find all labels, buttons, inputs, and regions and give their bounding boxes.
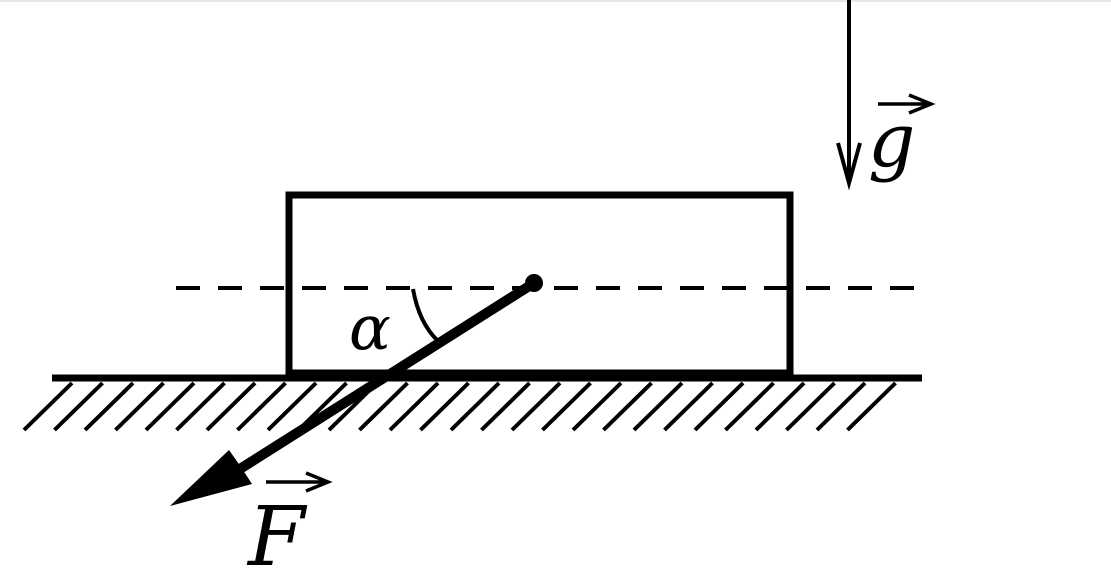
- force-vector-shaft: [227, 278, 539, 479]
- hatch-line: [22, 381, 74, 432]
- hatch-line: [632, 381, 684, 432]
- hatch-line: [571, 381, 623, 432]
- hatch-line: [815, 381, 867, 432]
- hatch-line: [480, 381, 531, 432]
- gravity-label-arrow-head: [908, 93, 936, 115]
- hatch-line: [83, 381, 135, 432]
- hatch-line: [785, 381, 836, 432]
- hatch-line: [541, 381, 592, 432]
- hatch-line: [205, 381, 257, 432]
- angle-arc: [411, 288, 440, 343]
- gravity-vector-arrowhead: [836, 142, 862, 191]
- force-vector: [170, 278, 539, 506]
- hatch-line: [236, 381, 287, 432]
- force-label-group: F: [246, 471, 333, 584]
- block: [285, 191, 794, 377]
- force-label: F: [246, 490, 308, 584]
- ground: [22, 374, 922, 432]
- hatch-line: [663, 381, 714, 432]
- hatch-line: [693, 381, 745, 432]
- ground-hatching: [22, 381, 897, 432]
- hatch-line: [724, 381, 775, 432]
- hatch-line: [449, 381, 501, 432]
- force-vector-arrowhead: [170, 450, 252, 506]
- hatch-line: [754, 381, 806, 432]
- hatch-line: [388, 381, 440, 432]
- hatch-line: [175, 381, 226, 432]
- gravity-label: g: [868, 98, 915, 184]
- gravity-vector: [836, 0, 862, 191]
- hatch-line: [266, 381, 318, 432]
- hatch-line: [53, 381, 104, 432]
- hatch-line: [602, 381, 653, 432]
- hatch-line: [846, 381, 897, 432]
- hatch-line: [510, 381, 562, 432]
- angle-label: α: [349, 291, 391, 364]
- hatch-line: [358, 381, 409, 432]
- hatch-line: [144, 381, 196, 432]
- force-label-arrow-head: [305, 471, 333, 493]
- gravity-label-group: g: [868, 93, 936, 184]
- hatch-line: [419, 381, 470, 432]
- hatch-line: [114, 381, 165, 432]
